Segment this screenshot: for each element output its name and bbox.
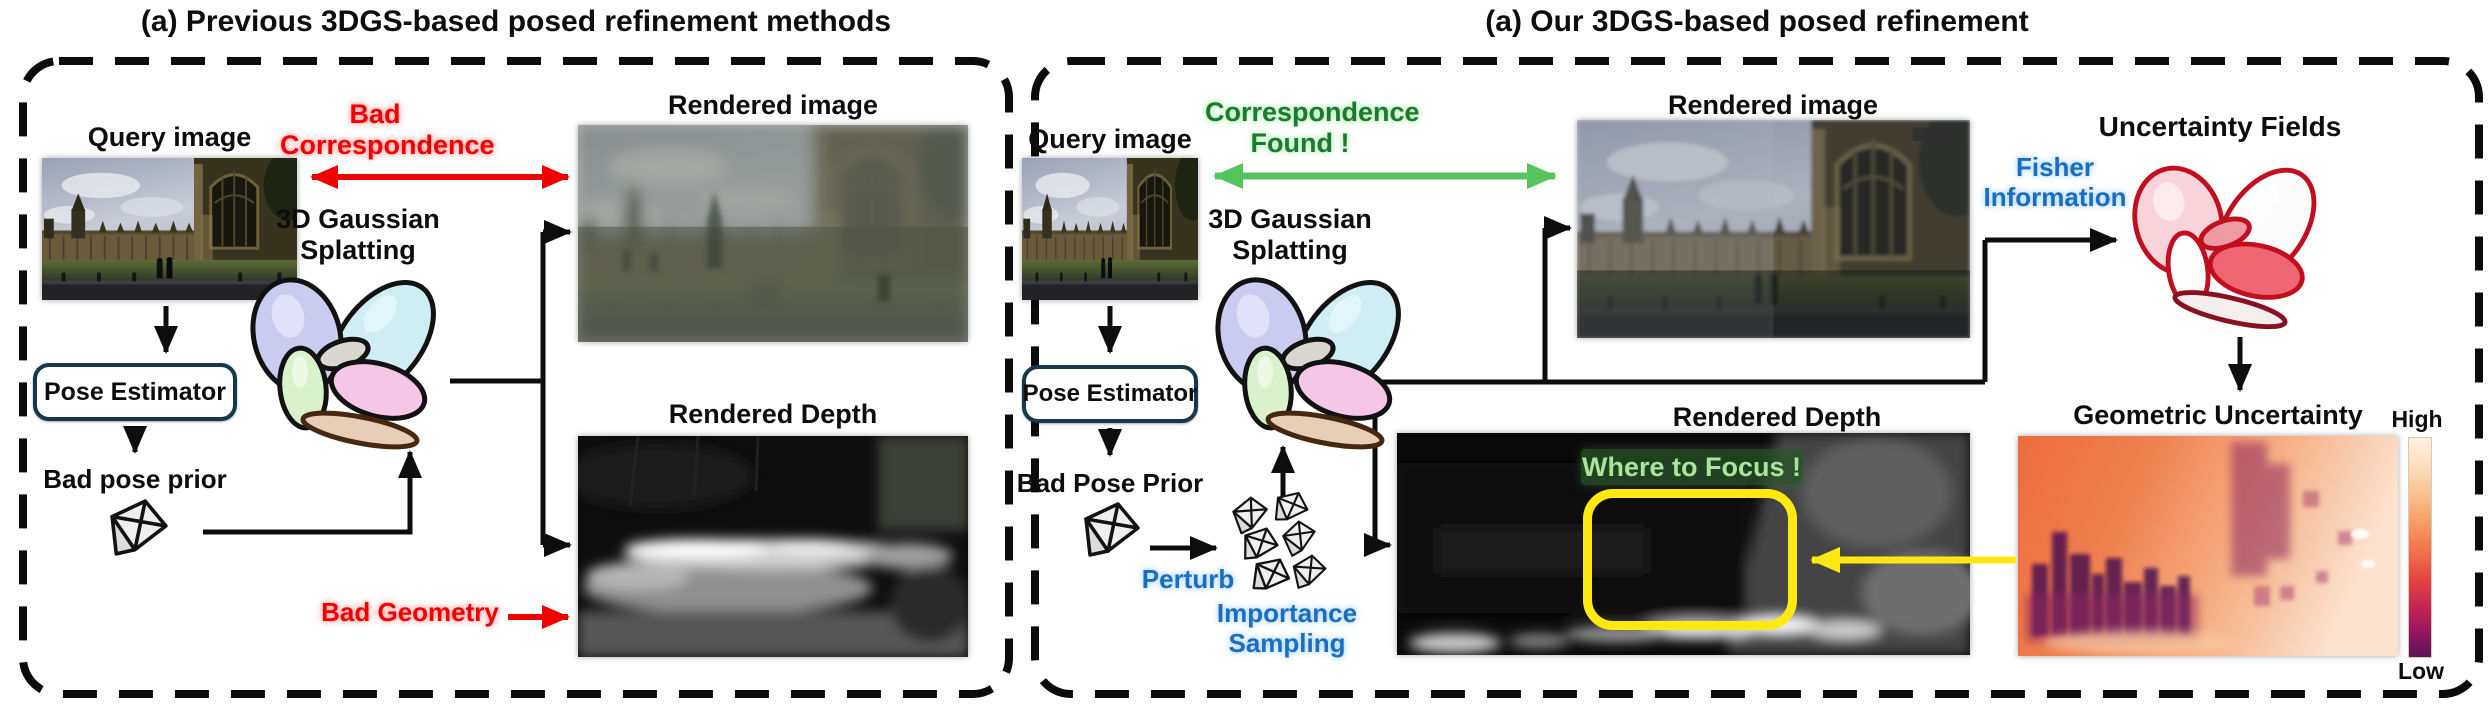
fisher-information-label: Fisher Information — [1983, 152, 2127, 212]
geometric-uncertainty-label: Geometric Uncertainty — [2073, 400, 2363, 430]
watermark-badge — [1912, 127, 1961, 142]
query-image-label-right: Query image — [1028, 124, 1192, 154]
gaussian-splatting-label-left: 3D Gaussian Splatting — [276, 204, 440, 265]
where-to-focus-banner: Where to Focus ! — [1581, 449, 1802, 485]
camera-frustum-icon-right — [1082, 500, 1142, 560]
gaussian-splats-icon-left — [240, 268, 470, 453]
camera-frustum-icon-left — [108, 498, 170, 558]
gaussian-splats-icon-right — [1205, 268, 1435, 453]
geometric-uncertainty-heatmap — [2018, 436, 2398, 656]
pose-estimator-label-right: Pose Estimator — [1022, 380, 1198, 407]
bad-geometry-label: Bad Geometry — [321, 597, 499, 627]
pose-estimator-label-left: Pose Estimator — [43, 377, 226, 406]
rendered-depth-right — [1397, 433, 1970, 655]
bad-correspondence-label: Bad Correspondence — [280, 99, 495, 160]
colorbar-high-label: High — [2391, 406, 2443, 432]
rendered-image-label-left: Rendered image — [667, 90, 879, 120]
perturb-label: Perturb — [1141, 564, 1235, 594]
gaussian-splatting-label-right: 3D Gaussian Splatting — [1208, 204, 1372, 265]
left-panel-title: (a) Previous 3DGS-based posed refinement… — [140, 5, 892, 38]
importance-sampling-label: Importance Sampling — [1216, 598, 1358, 658]
right-panel-title: (a) Our 3DGS-based posed refinement — [1485, 5, 2029, 38]
rendered-depth-label-left: Rendered Depth — [668, 399, 878, 429]
pose-estimator-box-right: Pose Estimator — [1022, 365, 1198, 423]
pose-estimator-box-left: Pose Estimator — [33, 363, 237, 421]
bad-pose-prior-label-right: Bad Pose Prior — [1016, 468, 1204, 498]
rendered-image-label-right: Rendered image — [1667, 90, 1879, 120]
prior-to-splats-arrow-left — [203, 450, 422, 535]
colorbar — [2408, 437, 2432, 658]
rendered-image-right — [1577, 120, 1970, 338]
perturbed-frustums-icon — [1230, 490, 1329, 598]
where-to-focus-label: Where to Focus ! — [1581, 451, 1801, 482]
left-panel-dashed-border — [19, 57, 1013, 698]
rendered-depth-left — [578, 436, 968, 657]
rendered-depth-label-right: Rendered Depth — [1672, 402, 1882, 432]
rendered-image-left — [578, 125, 968, 342]
query-image-right — [1022, 158, 1198, 300]
colorbar-low-label: Low — [2398, 658, 2444, 684]
bad-pose-prior-label-left: Bad pose prior — [43, 464, 227, 494]
query-image-label-left: Query image — [87, 122, 252, 152]
correspondence-found-label: Correspondence Found ! — [1205, 97, 1420, 158]
uncertainty-fields-label: Uncertainty Fields — [2098, 111, 2342, 142]
focus-highlight-box — [1583, 489, 1797, 630]
uncertainty-splats-icon — [2115, 148, 2345, 333]
